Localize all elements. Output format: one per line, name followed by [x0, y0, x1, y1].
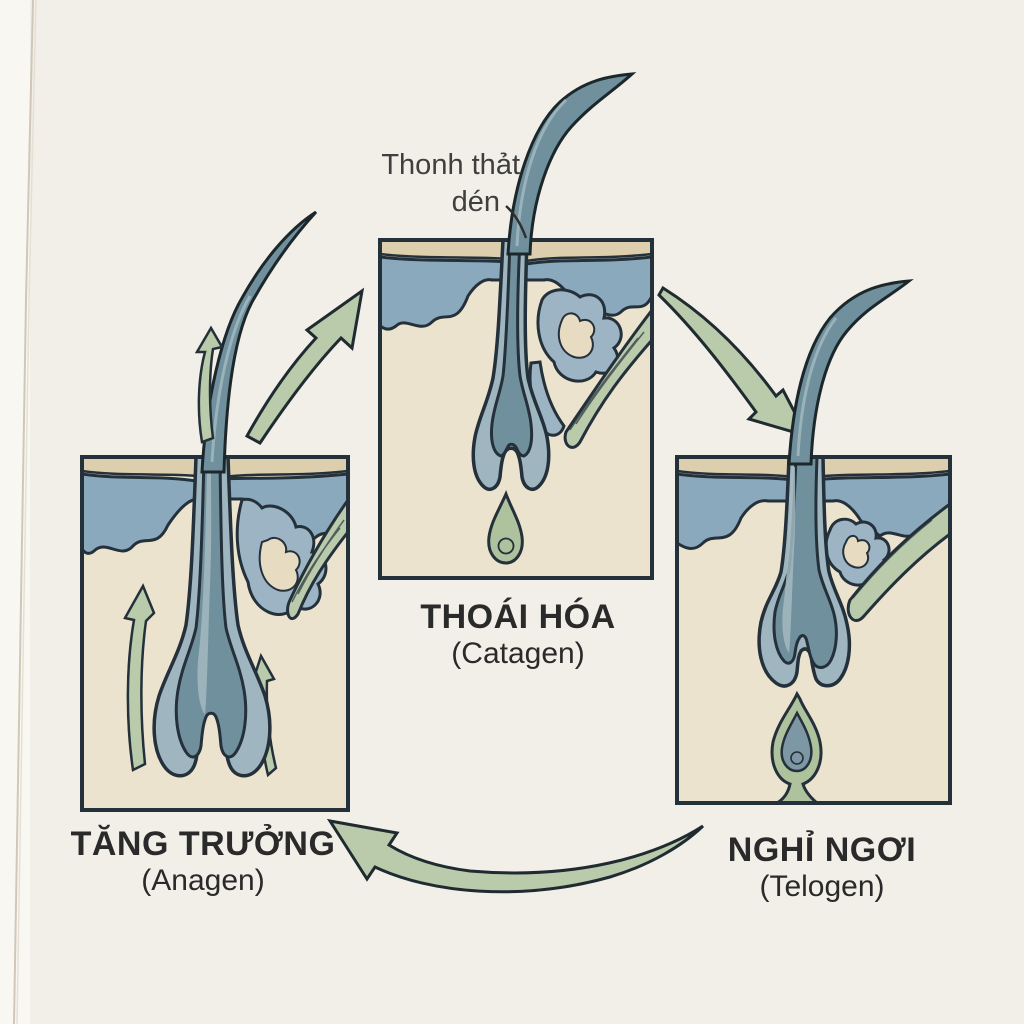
phase-label-catagen: THOÁI HÓA (Catagen): [390, 598, 646, 672]
annotation-pointer-line: [505, 205, 528, 239]
catagen-subtitle: (Catagen): [451, 637, 585, 671]
hair-shaft-telogen: [787, 279, 914, 466]
catagen-title: THOÁI HÓA: [420, 598, 616, 636]
hair-shaft-annotation: Thonh thảt dén: [368, 147, 520, 221]
arrow-telogen-to-anagen: [326, 818, 705, 894]
panel-telogen: [675, 455, 952, 805]
arrow-anagen-to-catagen: [244, 287, 365, 445]
panel-anagen: [80, 455, 350, 812]
telogen-title: NGHỈ NGƠI: [727, 831, 917, 869]
page-edge: [13, 0, 34, 1024]
arrow-catagen-to-telogen: [657, 285, 810, 439]
arrector-pili-muscle-telogen: [846, 502, 950, 623]
annotation-line2: dén: [451, 186, 500, 219]
telogen-subtitle: (Telogen): [759, 870, 885, 904]
panel-border-telogen: [675, 455, 952, 805]
phase-label-anagen: TĂNG TRƯỞNG (Anagen): [68, 825, 338, 899]
annotation-line1: Thonh thảt: [381, 149, 520, 181]
panel-catagen: [378, 238, 654, 580]
phase-label-telogen: NGHỈ NGƠI (Telogen): [690, 831, 954, 905]
hair-root-catagen: [490, 240, 534, 458]
growth-arrow-inside-left: [123, 583, 156, 772]
small-growth-arrow-anagen: [194, 325, 224, 444]
anagen-title: TĂNG TRƯỞNG: [70, 825, 336, 863]
anagen-subtitle: (Anagen): [141, 864, 265, 898]
new-hair-germ: [770, 690, 823, 803]
hair-root-anagen: [174, 457, 248, 759]
